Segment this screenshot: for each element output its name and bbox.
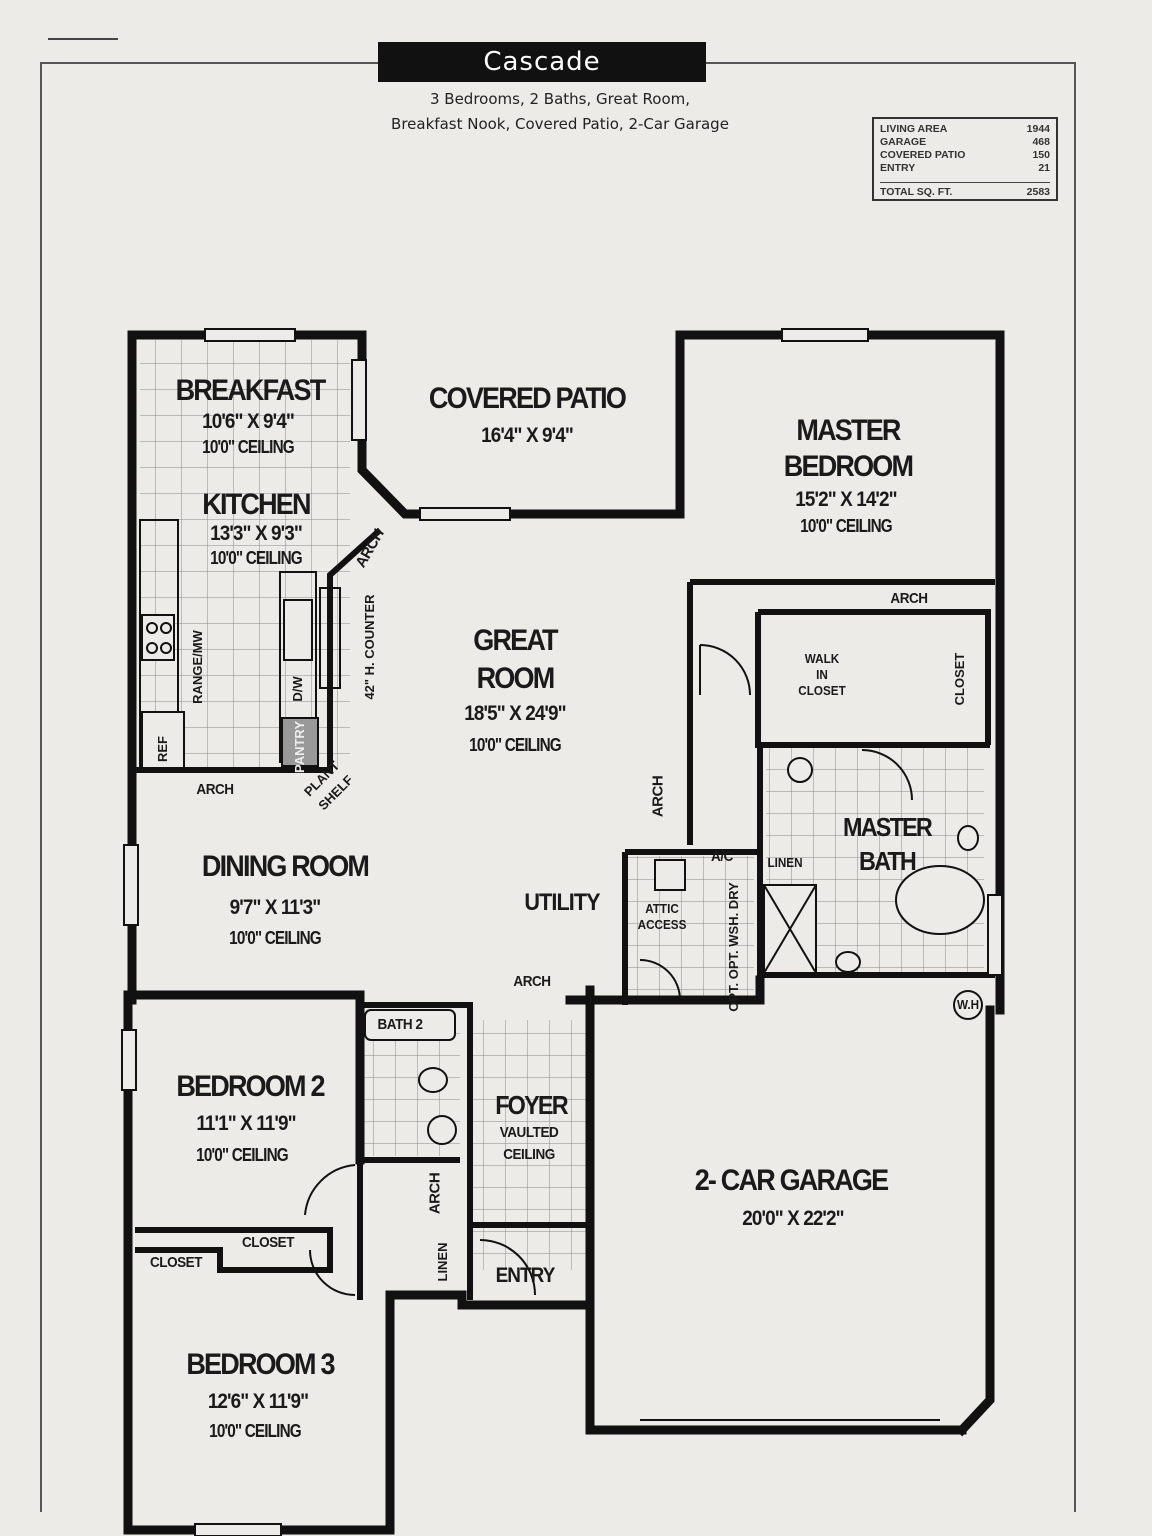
master-sink-1 [957,825,979,851]
master-bath-label-1: MASTER [842,812,933,842]
utility-sink [654,859,686,891]
kitchen-fixtures [139,519,341,771]
pantry-label: PANTRY [292,721,307,773]
arch-label-dining: ARCH [196,781,234,798]
pantry-icon [281,717,319,767]
kitchen-label: KITCHEN [202,488,311,521]
garage-dimensions: 20'0" X 22'2" [742,1207,844,1230]
great-room-dimensions: 18'5" X 24'9" [464,702,566,725]
hall-linen-label: LINEN [435,1242,450,1282]
bedroom3-ceiling: 10'0" CEILING [209,1421,302,1441]
master-window [781,328,869,342]
interior-walls [135,527,995,1300]
walk-in-closet-label-1: WALK [804,651,840,666]
ref-label: REF [155,736,170,762]
great-room-ceiling: 10'0" CEILING [469,735,562,755]
plan-subtitle-line-1: 3 Bedrooms, 2 Baths, Great Room, [429,90,691,108]
range-icon [141,614,175,661]
attic-access-label-2: ACCESS [637,917,687,932]
foyer-tile-floor [468,1020,590,1270]
bath2-toilet [418,1067,448,1093]
arch-label-master: ARCH [890,590,928,607]
walk-in-closet-label-3: CLOSET [798,683,846,698]
bath2-sink [427,1115,457,1145]
slider-door [419,507,511,521]
dining-window [123,844,139,926]
counter-label: 42" H. COUNTER [362,594,377,700]
water-heater [953,990,983,1020]
master-tub [895,865,985,935]
bath2-tub [364,1009,456,1041]
sink-icon [283,599,313,661]
bedroom2-label: BEDROOM 2 [176,1070,325,1103]
dishwasher-label: D/W [290,676,305,702]
entry-label: ENTRY [495,1264,556,1287]
kitchen-dimensions: 13'3" X 9'3" [210,522,303,545]
bedroom3-dimensions: 12'6" X 11'9" [207,1390,309,1413]
bedroom2-window [121,1029,137,1091]
kitchen-ceiling: 10'0" CEILING [210,548,303,568]
foyer-note-1: VAULTED [499,1124,559,1141]
range-label: RANGE/MW [190,630,205,704]
utility-label: UTILITY [524,889,600,916]
master-sink-2 [835,951,861,973]
master-bedroom-label-2: BEDROOM [783,450,914,483]
master-toilet [787,757,813,783]
breakfast-dimensions: 10'6" X 9'4" [202,410,295,433]
master-linen-label: LINEN [767,855,803,870]
dining-room-label: DINING ROOM [201,850,370,883]
great-room-label-1: GREAT [473,624,558,657]
washer-dryer-label: OPT. OPT. WSH. DRY [726,882,741,1012]
foyer-label: FOYER [495,1090,568,1120]
master-bedroom-label-1: MASTER [796,414,901,447]
plan-subtitle-line-2: Breakfast Nook, Covered Patio, 2-Car Gar… [391,115,729,133]
bedroom2-ceiling: 10'0" CEILING [196,1145,289,1165]
door-swings [304,644,913,1296]
arch-label-great-room: ARCH [649,775,667,818]
breakfast-ceiling: 10'0" CEILING [202,437,295,457]
garage-label: 2- CAR GARAGE [694,1164,889,1197]
bedroom2-dimensions: 11'1" X 11'9" [196,1112,296,1135]
walk-in-closet-label-2: IN [816,667,828,682]
master-closet-label: CLOSET [952,652,967,706]
bedroom3-window [194,1523,282,1536]
breakfast-window [204,328,296,342]
great-room-label-2: ROOM [476,662,556,695]
bath2-label: BATH 2 [377,1016,423,1033]
arch-label-foyer: ARCH [426,1172,444,1215]
master-bath-label-2: BATH [858,846,917,876]
covered-patio-dimensions: 16'4" X 9'4" [481,424,574,447]
bedroom2-closet-label: CLOSET [241,1234,295,1251]
plan-title: Cascade [378,42,706,82]
master-bedroom-dimensions: 15'2" X 14'2" [795,488,897,511]
windows [121,328,1003,1536]
dining-room-ceiling: 10'0" CEILING [229,928,322,948]
master-bath-window [987,894,1003,976]
breakfast-label: BREAKFAST [175,374,327,407]
water-heater-label: W.H [956,997,980,1012]
breakfast-side-window [351,359,367,441]
master-bedroom-ceiling: 10'0" CEILING [800,516,893,536]
ac-label: A/C [711,848,733,865]
attic-access-label-1: ATTIC [645,901,679,916]
corner-mark [48,38,118,40]
arch-label-utility: ARCH [513,973,551,990]
area-row-total: TOTAL SQ. FT.2583 [880,182,1050,199]
covered-patio-label: COVERED PATIO [428,382,627,415]
foyer-note-2: CEILING [503,1146,555,1163]
bedroom3-label: BEDROOM 3 [186,1348,335,1381]
bedroom3-closet-label: CLOSET [149,1254,203,1271]
utility-tile-floor [624,856,754,1002]
bath-fixtures [364,757,985,1145]
dining-room-dimensions: 9'7" X 11'3" [229,896,322,919]
ref-icon [141,711,185,769]
